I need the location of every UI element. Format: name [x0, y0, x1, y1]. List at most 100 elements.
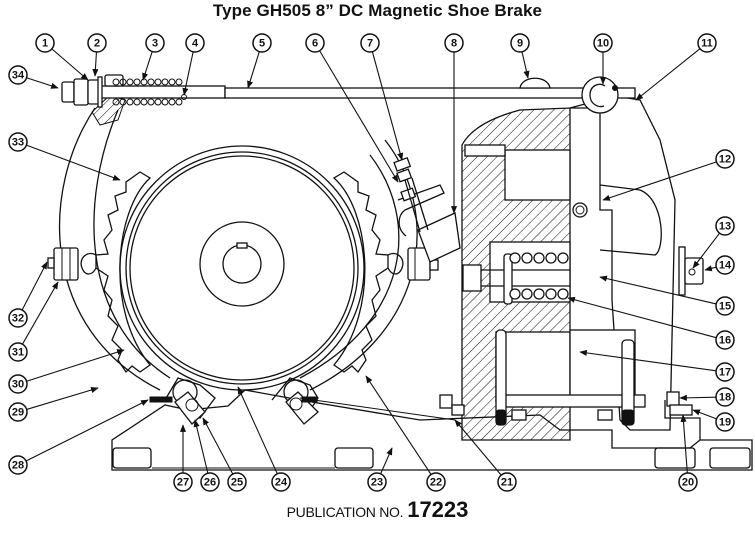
callout-19: 19: [692, 409, 735, 432]
leader-line: [380, 447, 393, 474]
callout-number: 34: [12, 70, 25, 82]
callout-9: 9: [510, 33, 530, 79]
callout-26: 26: [193, 419, 220, 492]
armature-lever: [439, 95, 676, 431]
callout-11: 11: [635, 33, 717, 101]
callout-circle: [444, 33, 464, 53]
callout-number: 31: [12, 347, 24, 359]
callout-circle: [697, 33, 717, 53]
callout-34: 34: [8, 65, 59, 89]
callout-number: 3: [152, 38, 158, 50]
callout-number: 20: [682, 477, 694, 489]
callout-10: 10: [593, 33, 613, 85]
callout-8: 8: [444, 33, 464, 214]
callout-30: 30: [8, 349, 125, 394]
callout-circle: [715, 412, 735, 432]
callout-circle: [367, 472, 387, 492]
leader-line: [579, 349, 717, 372]
callout-number: 19: [719, 417, 731, 429]
callout-22: 22: [365, 375, 446, 492]
callout-31: 31: [8, 281, 59, 362]
callout-14: 14: [704, 255, 735, 275]
callout-number: 7: [367, 38, 373, 50]
right-brake-shoe: [332, 171, 439, 374]
callout-number: 14: [719, 260, 732, 272]
callout-number: 26: [204, 477, 216, 489]
callout-circle: [715, 387, 735, 407]
callout-circle: [87, 33, 107, 53]
callout-circle: [715, 216, 735, 236]
adjusting-bolt-assembly: [393, 157, 461, 263]
callout-21: 21: [454, 419, 517, 492]
leader-line: [26, 144, 121, 181]
callout-number: 16: [719, 335, 731, 347]
callout-23: 23: [367, 447, 393, 492]
brake-wheel: [119, 145, 365, 391]
release-rod-assembly: [61, 74, 636, 114]
right-pivot-assembly: [271, 377, 319, 425]
leader-line: [142, 51, 153, 81]
callout-number: 17: [719, 367, 731, 379]
callout-circle: [593, 33, 613, 53]
callout-number: 15: [719, 301, 731, 313]
callout-number: 21: [501, 477, 513, 489]
callout-number: 30: [12, 379, 24, 391]
leader-line: [247, 51, 260, 89]
leader-line: [25, 399, 149, 462]
callout-4: 4: [182, 33, 205, 96]
callout-12: 12: [602, 149, 735, 201]
callout-circle: [8, 65, 28, 85]
callout-29: 29: [8, 387, 99, 422]
callout-circle: [715, 330, 735, 350]
callout-circle: [145, 33, 165, 53]
callout-number: 5: [259, 38, 265, 50]
callout-circle: [8, 132, 28, 152]
callout-number: 11: [701, 38, 713, 50]
callout-circle: [426, 472, 446, 492]
magnet-housing: [461, 107, 571, 441]
callout-number: 6: [312, 38, 318, 50]
callout-number: 4: [192, 38, 199, 50]
callout-circle: [185, 33, 205, 53]
callout-circle: [8, 402, 28, 422]
diagram-title: Type GH505 8” DC Magnetic Shoe Brake: [212, 1, 543, 20]
callout-number: 32: [12, 313, 24, 325]
callout-7: 7: [360, 33, 404, 161]
left-pivot-assembly: [149, 377, 216, 425]
callout-28: 28: [8, 399, 149, 475]
leader-line: [193, 419, 209, 474]
left-brake-shoe: [47, 171, 152, 374]
leader-line: [680, 414, 688, 474]
leader-line: [365, 375, 432, 475]
callout-circle: [360, 33, 380, 53]
callout-circle: [715, 296, 735, 316]
leader-line: [26, 77, 59, 89]
callout-number: 22: [430, 477, 442, 489]
leader-line: [704, 265, 717, 272]
callout-circle: [305, 33, 325, 53]
leader-line: [92, 51, 99, 77]
leader-line: [51, 48, 89, 81]
callout-circle: [271, 472, 291, 492]
callout-circle: [678, 472, 698, 492]
callout-circle: [715, 149, 735, 169]
leader-line: [319, 50, 399, 183]
leader-line: [692, 232, 720, 269]
callout-circle: [497, 472, 517, 492]
callout-16: 16: [567, 296, 735, 350]
leader-line: [21, 261, 48, 311]
callout-circle: [8, 308, 28, 328]
callout-1: 1: [35, 33, 89, 81]
leader-line: [602, 161, 717, 201]
leader-line: [599, 275, 717, 305]
leader-line: [371, 51, 404, 161]
leader-line: [182, 51, 194, 96]
leader-line: [692, 409, 717, 420]
callout-number: 25: [231, 477, 243, 489]
callout-18: 18: [679, 387, 735, 407]
leader-line: [237, 386, 278, 475]
publication-value: 17223: [407, 497, 469, 522]
publication-number: PUBLICATION NO.17223: [0, 497, 755, 523]
callout-32: 32: [8, 261, 48, 328]
